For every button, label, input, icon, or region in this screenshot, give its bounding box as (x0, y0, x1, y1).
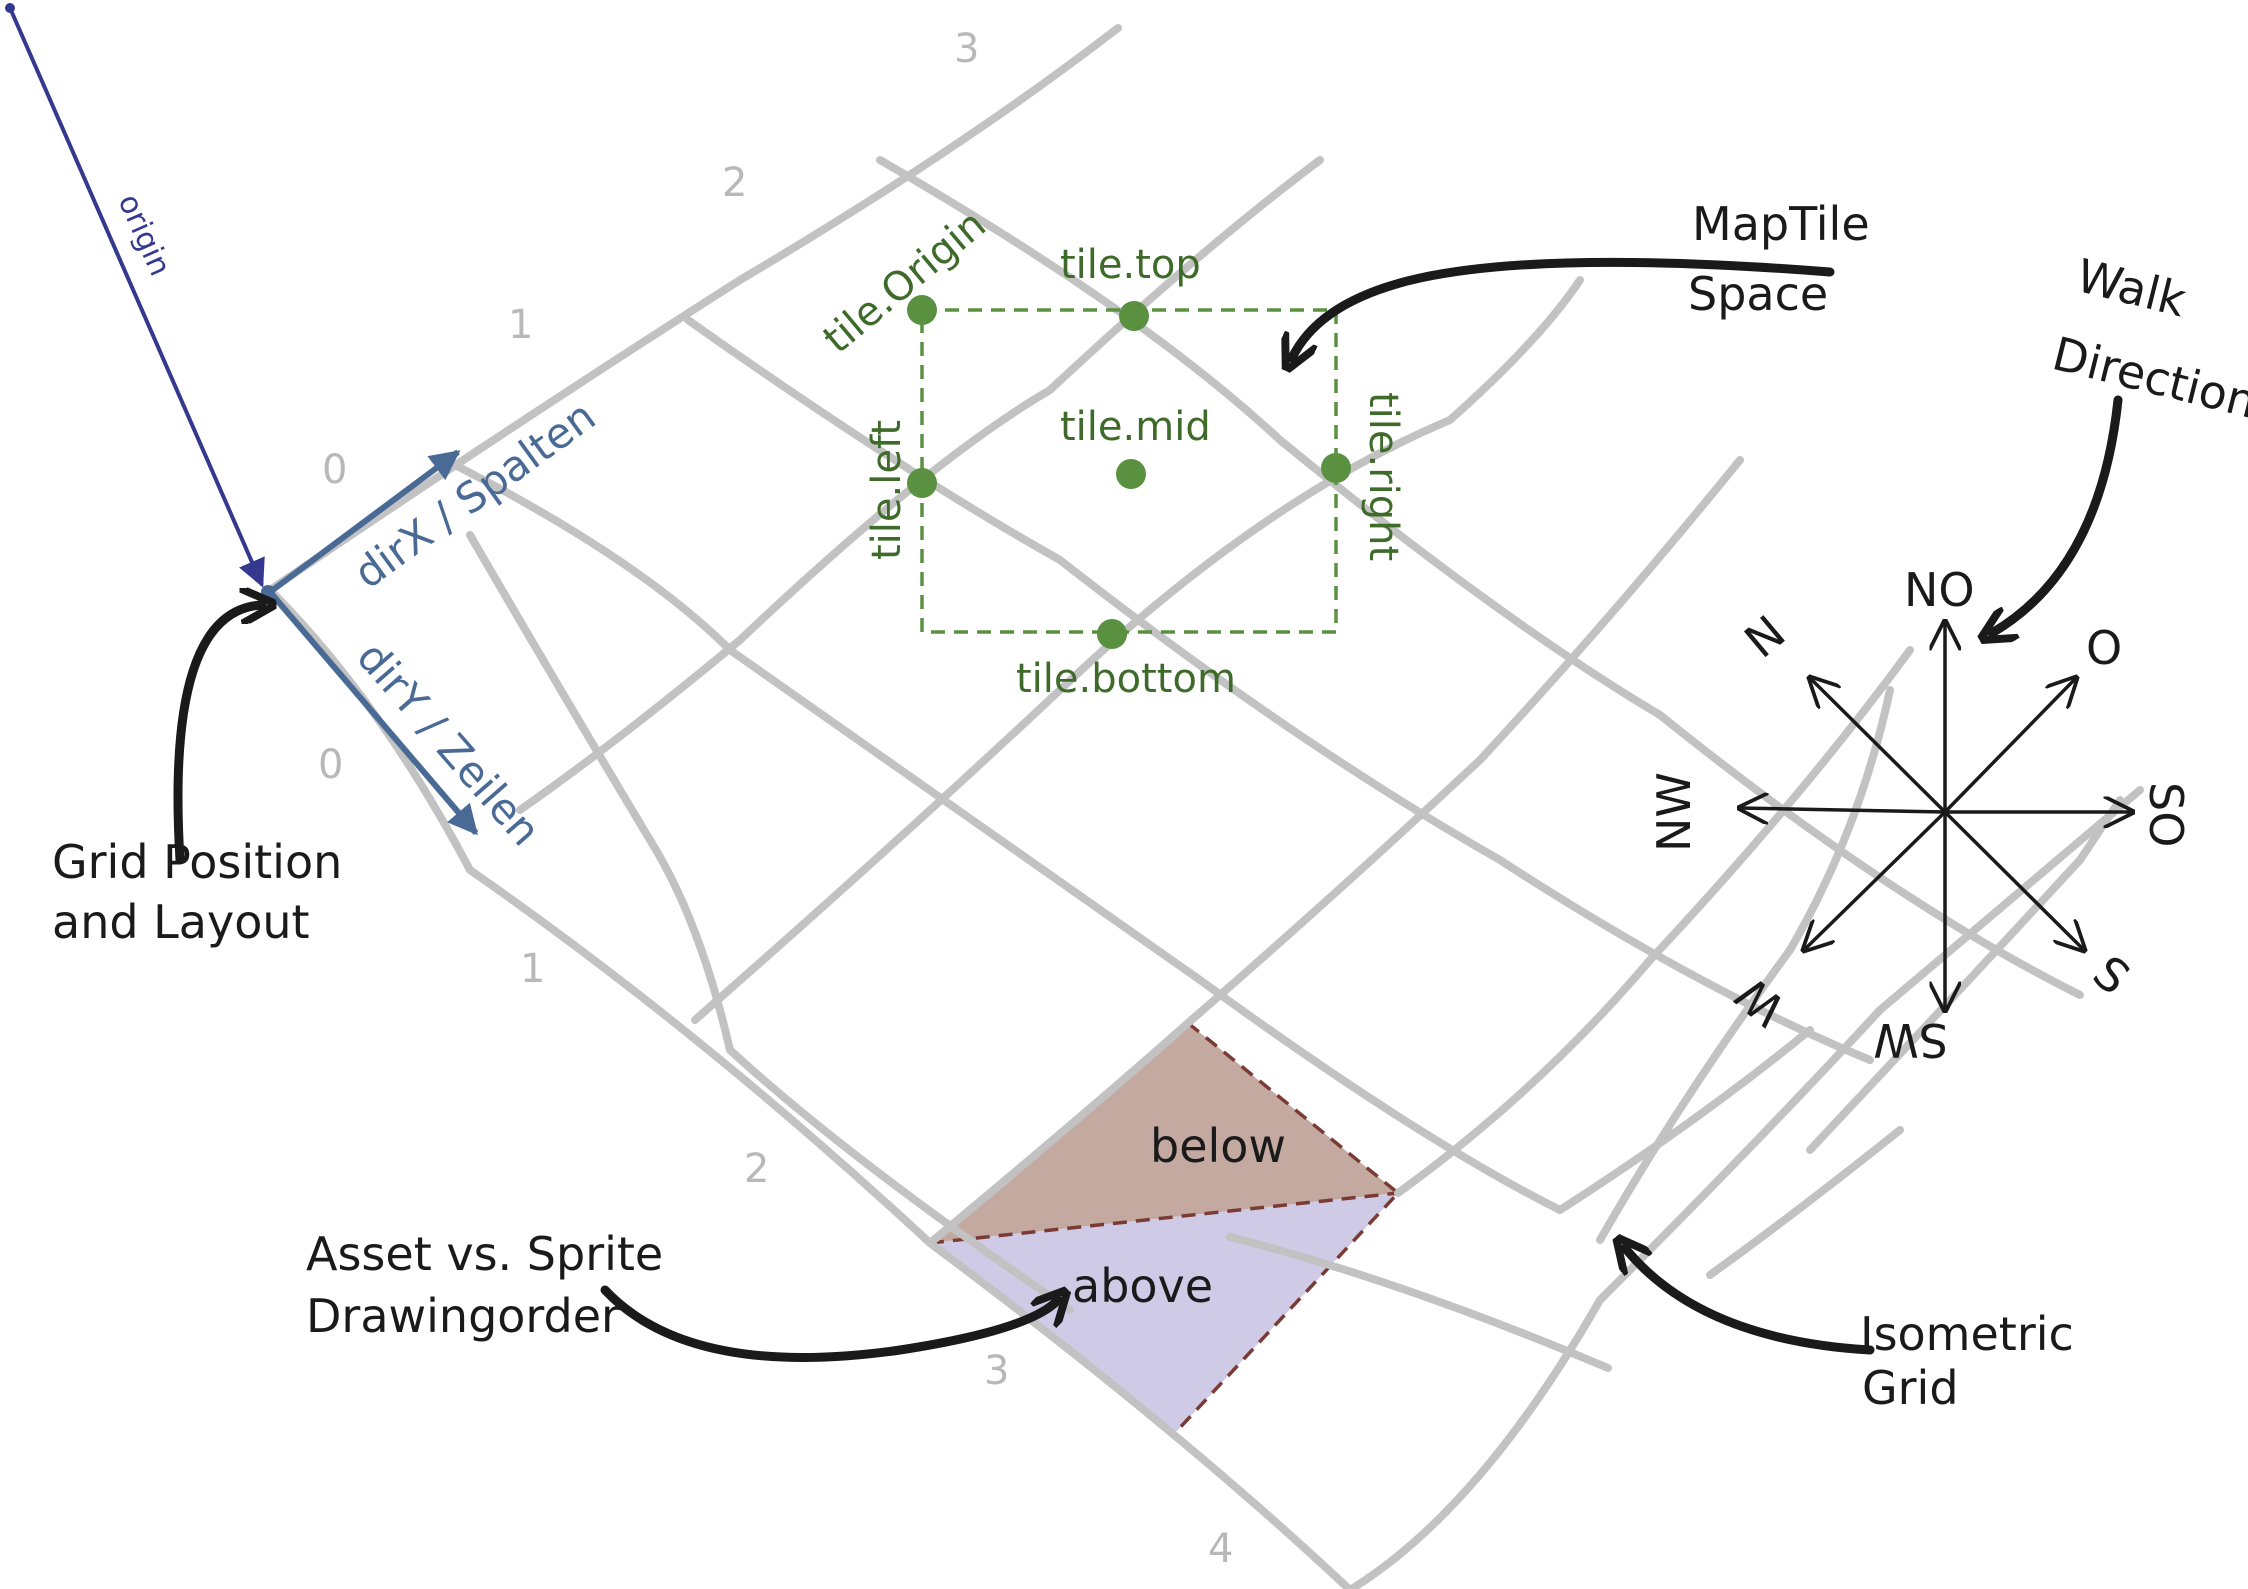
annotation-arrows (173, 257, 2123, 1362)
dirx-label: dirX / Spalten (345, 391, 604, 598)
grid-line-row-a (876, 156, 2084, 999)
origin-label: origin (111, 189, 178, 281)
compass-arrow-n (1810, 678, 1947, 814)
row-index-2: 2 (744, 1146, 769, 1192)
compass-label-s: S (2083, 945, 2140, 1005)
walk-direction-label-line1: Walk (2071, 248, 2191, 327)
tile-mid-point (1116, 459, 1146, 489)
diry-label: dirY / Zeilen (347, 632, 550, 855)
grid-line-row-e (926, 456, 1744, 1247)
isometric-grid-label-line1: Isometric (1860, 1307, 2074, 1361)
below-label: below (1150, 1119, 1286, 1173)
drawingorder-arrow (600, 1290, 1058, 1362)
column-index-3: 3 (954, 26, 979, 72)
drawingorder-label-line1: Asset vs. Sprite (306, 1227, 663, 1281)
grid-line-row-k (1706, 1126, 1904, 1279)
tile-right-label: tile.right (1360, 392, 1406, 561)
diry-arrow (267, 590, 479, 836)
drawingorder-label-line2: Drawingorder (306, 1289, 620, 1343)
grid-line-col-4 (1226, 1233, 1612, 1372)
compass-label-n: N (1734, 605, 1795, 668)
row-index-0: 0 (318, 742, 343, 788)
walk-direction-label-line2: Direction (2047, 326, 2248, 429)
maptile-space-label-line2: Space (1688, 267, 1828, 321)
row-index-4: 4 (1208, 1526, 1233, 1572)
isometric-grid (266, 24, 2144, 1589)
origin-vector: origin (5, 3, 275, 599)
isometric-grid-label-line2: Grid (1862, 1361, 1959, 1415)
compass-label-o: O (2086, 621, 2122, 675)
tile-origin-label: tile.Origin (815, 201, 995, 362)
origin-line (8, 7, 265, 588)
grid-line-row-f (1394, 646, 1914, 1197)
tile-bottom-label: tile.bottom (1016, 656, 1236, 702)
grid-line-col-0 (266, 24, 1122, 594)
compass-label-sw: SW (1873, 1013, 1948, 1067)
above-label: above (1072, 1259, 1213, 1313)
tile-bottom-point (1097, 619, 1127, 649)
compass-arrow-w (1804, 810, 1947, 950)
grid-line-col-1 (684, 316, 1874, 1064)
compass-label-so: SO (2139, 782, 2193, 847)
compass-label-nw: NW (1647, 772, 1701, 852)
compass-arrow-s (1943, 810, 2084, 950)
tile-origin-point (907, 295, 937, 325)
compass-label-no: NO (1904, 563, 1975, 617)
grid-line-row-g (1556, 1026, 1814, 1214)
tile-right-point (1321, 453, 1351, 483)
grid-line-row-d (691, 276, 1584, 1024)
column-index-2: 2 (722, 160, 747, 206)
maptile-space-label-line1: MapTile (1692, 197, 1870, 251)
tile-left-point (907, 468, 937, 498)
tile-top-label: tile.top (1060, 242, 1201, 288)
isometric-grid-arrow (1625, 1248, 1875, 1355)
row-index-1: 1 (520, 946, 545, 992)
grid-position-arrow (173, 605, 262, 865)
grid-line-col-2 (451, 461, 1564, 1214)
walk-direction-arrow (1992, 395, 2123, 633)
column-index-1: 1 (508, 302, 533, 348)
below-region (930, 1023, 1398, 1243)
maptile-space-arrow (1292, 257, 1835, 358)
row-index-labels: 0 1 2 3 4 (318, 742, 1233, 1572)
grid-position-label-line2: and Layout (52, 895, 310, 949)
row-index-3: 3 (984, 1348, 1009, 1394)
tile-mid-label: tile.mid (1060, 404, 1211, 450)
tile-top-point (1119, 301, 1149, 331)
grid-line-row-b (466, 531, 1074, 1314)
compass-arrow-o (1943, 678, 2076, 814)
column-index-0: 0 (322, 447, 347, 493)
dirx-arrow (268, 449, 461, 595)
grid-line-row-j (1806, 796, 2124, 1154)
grid-line-row-i (1346, 786, 2144, 1589)
tile-left-label: tile.left (864, 420, 910, 560)
maptile-space: tile.Origin tile.top tile.left tile.mid … (815, 201, 1406, 702)
column-index-labels: 0 1 2 3 (322, 26, 979, 493)
compass-arrow-nw (1740, 808, 1946, 812)
grid-position-label-line1: Grid Position (52, 835, 342, 889)
grid-line-row-h (1596, 686, 1894, 1244)
